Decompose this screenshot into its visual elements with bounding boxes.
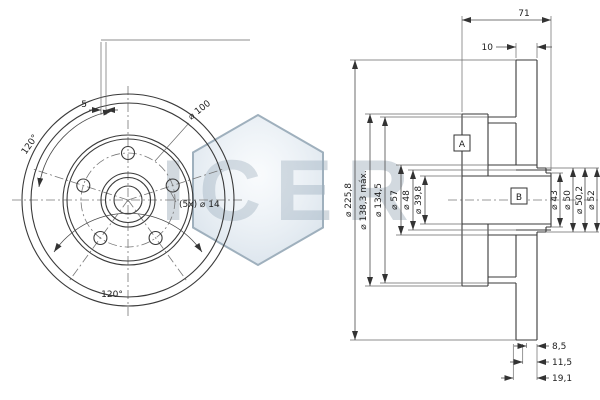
bolt-hole [120,145,136,161]
dim-d50-label: ⌀ 50 [563,190,573,210]
bolt-hole-leader [169,190,177,203]
section-outline [461,59,552,341]
bottom-offset-dims: 8,5 11,5 19,1 [501,342,572,384]
angle-arc-top [37,109,113,188]
dim-holes-label: (5x) ⌀ 14 [179,200,220,210]
datum-labels: A B [453,134,528,205]
disc-circles [21,93,235,307]
datum-b-box [510,187,528,205]
left-diameter-dims: ⌀ 225,8 ⌀ 138,3 máx. ⌀ 134,5 ⌀ 57 ⌀ 48 ⌀… [344,60,428,340]
hub-seat-circle [104,176,152,224]
bolt-holes [76,145,180,246]
hub-boss-circle [100,172,156,228]
section-view: ⌀ 225,8 ⌀ 138,3 máx. ⌀ 134,5 ⌀ 57 ⌀ 48 ⌀… [344,9,600,384]
dim-191-label: 19,1 [552,374,572,384]
dim-disc-thickness-label: 10 [482,43,494,53]
dim-d502-label: ⌀ 50,2 [575,186,585,214]
angle-arc-bottom [53,212,203,253]
dim-flange-label: ⌀ 138,3 máx. [359,170,369,229]
right-diameter-dims: ⌀ 43 ⌀ 50 ⌀ 50,2 ⌀ 52 [550,168,600,232]
datum-b-label: B [516,193,522,203]
dim-gap-label: 5 [81,100,87,110]
dim-hub-label: ⌀ 57 [390,190,400,210]
hat-step-circle [66,138,190,262]
dim-bolt-circle-label: ⌀ 100 [187,99,213,123]
hat-outer-circle [62,134,194,266]
top-width-dims: 71 10 [462,9,552,53]
dim-115-label: 11,5 [552,358,572,368]
section-extension-lines [350,16,599,380]
dim-hat-label: ⌀ 134,5 [374,183,384,217]
bolt-hole [165,178,180,193]
dim-d52-label: ⌀ 52 [587,190,597,210]
datum-a-box [453,134,471,152]
outer-diameter-circle [21,93,235,307]
datum-a-label: A [459,140,466,150]
friction-band-circle [30,102,226,298]
dim-seat-label: ⌀ 48 [402,190,412,210]
dim-total-width-label: 71 [518,9,529,19]
front-centerlines [12,86,244,316]
watermark-hexagon-icon [192,113,324,267]
front-extension-lines [100,39,250,115]
angle-bottom-label: 120° [101,290,123,300]
bolt-circle-leader [154,122,190,162]
dim-d43-label: ⌀ 43 [550,190,560,210]
dim-85-label: 8,5 [552,342,566,352]
dim-bore-label: ⌀ 39,8 [414,186,424,215]
center-bore-circle [113,185,143,215]
dim-od-label: ⌀ 225,8 [344,183,354,217]
